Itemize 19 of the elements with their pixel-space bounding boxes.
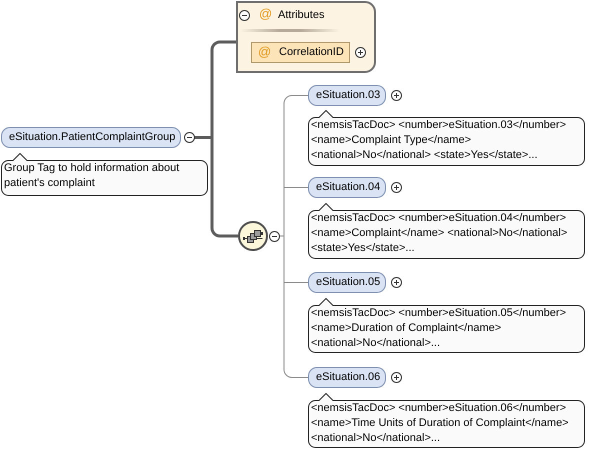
attribute-name: CorrelationID [279,45,344,59]
attributes-panel [236,1,376,73]
at-sign: @ [259,7,272,21]
annotation-callout: Group Tag to hold information about patient's complaint [1,153,208,196]
annotation-callout: <nemsisTacDoc> <number>eSituation.03</number> <name>Complaint Type</name> <national>No</national> <state>Yes</state>... [308,110,585,166]
element-box: eSituation.03 [308,85,386,106]
attribute-box [251,42,350,63]
connector-line [279,236,308,378]
annotation-callout: <nemsisTacDoc> <number>eSituation.04</number> <name>Complaint</name> <national>No</national> <state>Yes</state>... [308,203,585,259]
panel-heading: Attributes [278,8,324,22]
element-box: eSituation.04 [308,177,386,198]
element-box: eSituation.PatientComplaintGroup [1,127,181,148]
compositor-circle [238,221,268,251]
annotation-callout: <nemsisTacDoc> <number>eSituation.06</number> <name>Time Units of Duration of Complaint</name> <national>No</national>... [308,393,585,448]
annotation-callout: <nemsisTacDoc> <number>eSituation.05</number> <name>Duration of Complaint</name> <national>No</national>... [308,298,585,353]
element-box: eSituation.06 [308,367,386,388]
element-box: eSituation.05 [308,272,386,293]
connector-line [194,136,238,238]
at-sign: @ [258,45,272,59]
